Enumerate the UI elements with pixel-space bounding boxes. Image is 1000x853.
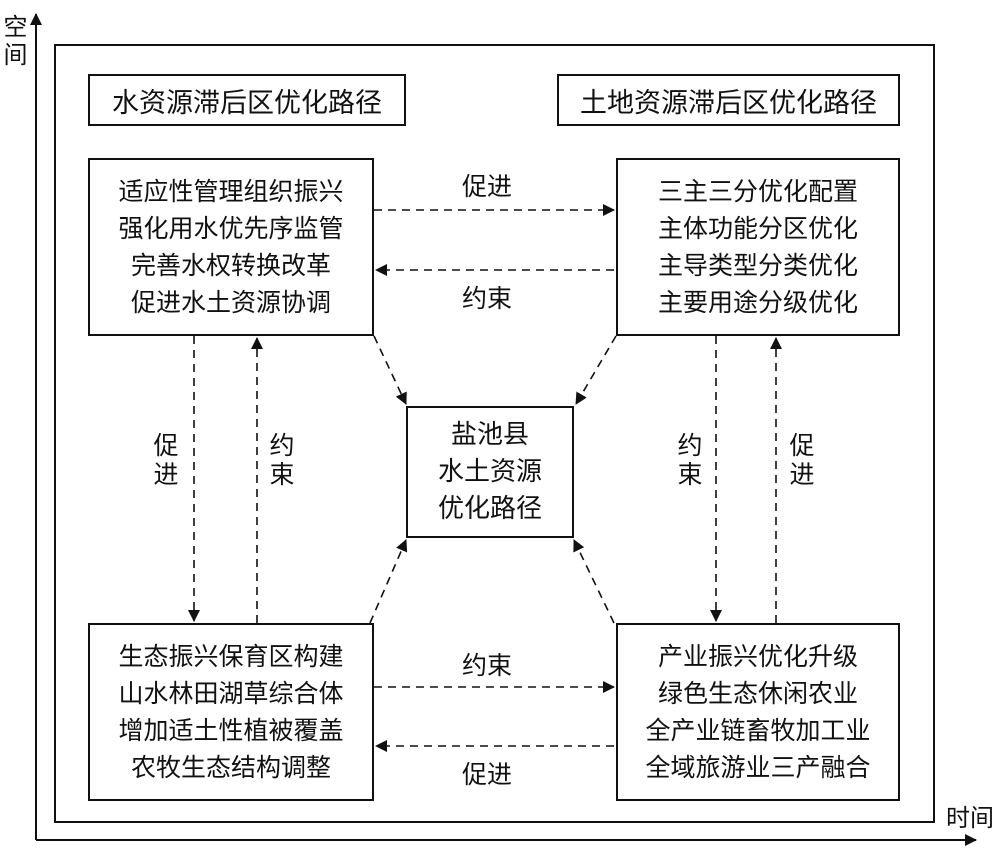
center-line: 优化路径 bbox=[437, 493, 542, 524]
label-right-down: 约束 bbox=[674, 432, 703, 490]
box-line: 增加适土性植被覆盖 bbox=[118, 716, 344, 745]
box-line: 生态振兴保育区构建 bbox=[118, 642, 344, 671]
box-line: 三主三分优化配置 bbox=[657, 177, 858, 206]
y-axis-label: 空间 bbox=[0, 14, 27, 70]
box-line: 山水林田湖草综合体 bbox=[118, 679, 344, 708]
box-bottom-right: 产业振兴优化升级 绿色生态休闲农业 全产业链畜牧加工业 全域旅游业三产融合 bbox=[616, 623, 900, 801]
box-bottom-left: 生态振兴保育区构建 山水林田湖草综合体 增加适土性植被覆盖 农牧生态结构调整 bbox=[88, 623, 374, 801]
box-line: 全域旅游业三产融合 bbox=[645, 753, 871, 782]
arrow-diag-bottom-left bbox=[369, 539, 408, 624]
box-line: 主体功能分区优化 bbox=[657, 214, 858, 243]
center-line: 水土资源 bbox=[437, 456, 542, 487]
box-center: 盐池县 水土资源 优化路径 bbox=[406, 406, 574, 538]
label-right-up: 促进 bbox=[786, 432, 815, 490]
header-land-label: 土地资源滞后区优化路径 bbox=[580, 87, 877, 119]
header-land-resources: 土地资源滞后区优化路径 bbox=[557, 74, 900, 126]
box-top-left: 适应性管理组织振兴 强化用水优先序监管 完善水权转换改革 促进水土资源协调 bbox=[88, 158, 374, 336]
box-line: 强化用水优先序监管 bbox=[118, 214, 344, 243]
center-line: 盐池县 bbox=[450, 419, 529, 450]
box-line: 主要用途分级优化 bbox=[657, 288, 858, 317]
arrow-diag-bottom-right bbox=[573, 539, 615, 624]
box-line: 主导类型分类优化 bbox=[657, 251, 858, 280]
box-line: 农牧生态结构调整 bbox=[130, 753, 331, 782]
label-left-down: 促进 bbox=[150, 432, 179, 490]
box-top-right: 三主三分优化配置 主体功能分区优化 主导类型分类优化 主要用途分级优化 bbox=[616, 158, 900, 336]
label-top-back: 约束 bbox=[462, 284, 513, 313]
outer-frame bbox=[54, 44, 935, 823]
box-line: 促进水土资源协调 bbox=[130, 288, 331, 317]
box-line: 适应性管理组织振兴 bbox=[118, 177, 344, 206]
box-line: 产业振兴优化升级 bbox=[657, 642, 858, 671]
label-top-forward: 促进 bbox=[462, 172, 513, 201]
header-water-resources: 水资源滞后区优化路径 bbox=[88, 74, 406, 126]
label-bottom-back: 促进 bbox=[462, 760, 513, 789]
box-line: 绿色生态休闲农业 bbox=[657, 679, 858, 708]
box-line: 全产业链畜牧加工业 bbox=[645, 716, 871, 745]
label-bottom-forward: 约束 bbox=[462, 651, 513, 680]
label-left-up: 约束 bbox=[266, 432, 295, 490]
box-line: 完善水权转换改革 bbox=[130, 251, 331, 280]
x-axis-label: 时间 bbox=[946, 804, 994, 832]
header-water-label: 水资源滞后区优化路径 bbox=[112, 87, 382, 119]
arrow-diag-top-left bbox=[373, 335, 407, 405]
